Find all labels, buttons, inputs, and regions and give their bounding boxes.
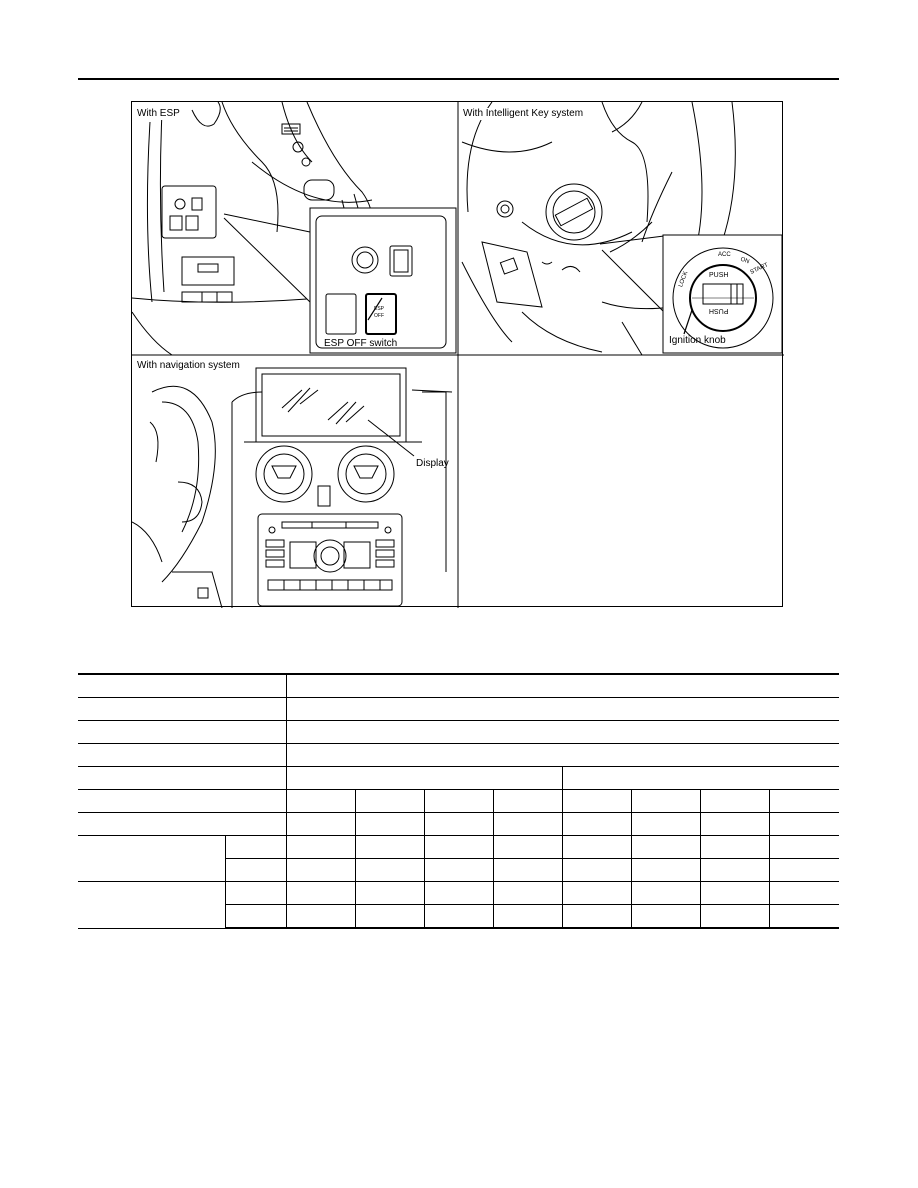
specification-table bbox=[78, 673, 839, 929]
esp-panel-drawing bbox=[132, 102, 457, 356]
knob-push-bottom-text: PUSH bbox=[709, 307, 729, 314]
table-row bbox=[78, 881, 839, 929]
table-row bbox=[78, 673, 839, 698]
knob-acc-text: ACC bbox=[718, 252, 731, 258]
knob-push-top-text: PUSH bbox=[709, 272, 729, 279]
intelligent-key-panel-drawing bbox=[461, 102, 783, 356]
esp-off-switch-callout: ESP OFF switch bbox=[324, 338, 398, 349]
figure-illustration bbox=[132, 102, 784, 608]
table-row bbox=[78, 720, 839, 744]
table-row bbox=[78, 835, 839, 882]
intelligent-key-panel-label: With Intelligent Key system bbox=[462, 108, 585, 120]
table-row bbox=[78, 697, 839, 721]
ignition-knob-callout: Ignition knob bbox=[669, 335, 726, 346]
esp-panel-label: With ESP bbox=[136, 108, 181, 120]
navigation-panel-label: With navigation system bbox=[136, 360, 241, 372]
table-row bbox=[78, 904, 839, 929]
navigation-panel-drawing bbox=[132, 367, 453, 608]
table-row bbox=[78, 789, 839, 813]
table-row bbox=[78, 766, 839, 790]
table-row bbox=[78, 858, 839, 882]
esp-switch-text-1: ESP bbox=[374, 306, 385, 312]
table-row bbox=[78, 812, 839, 836]
esp-switch-text-2: OFF bbox=[374, 313, 384, 319]
header-rule bbox=[78, 78, 839, 80]
display-callout: Display bbox=[416, 458, 449, 469]
table-row bbox=[78, 743, 839, 767]
control-locations-figure: With ESP With Intelligent Key system Wit… bbox=[131, 101, 784, 608]
